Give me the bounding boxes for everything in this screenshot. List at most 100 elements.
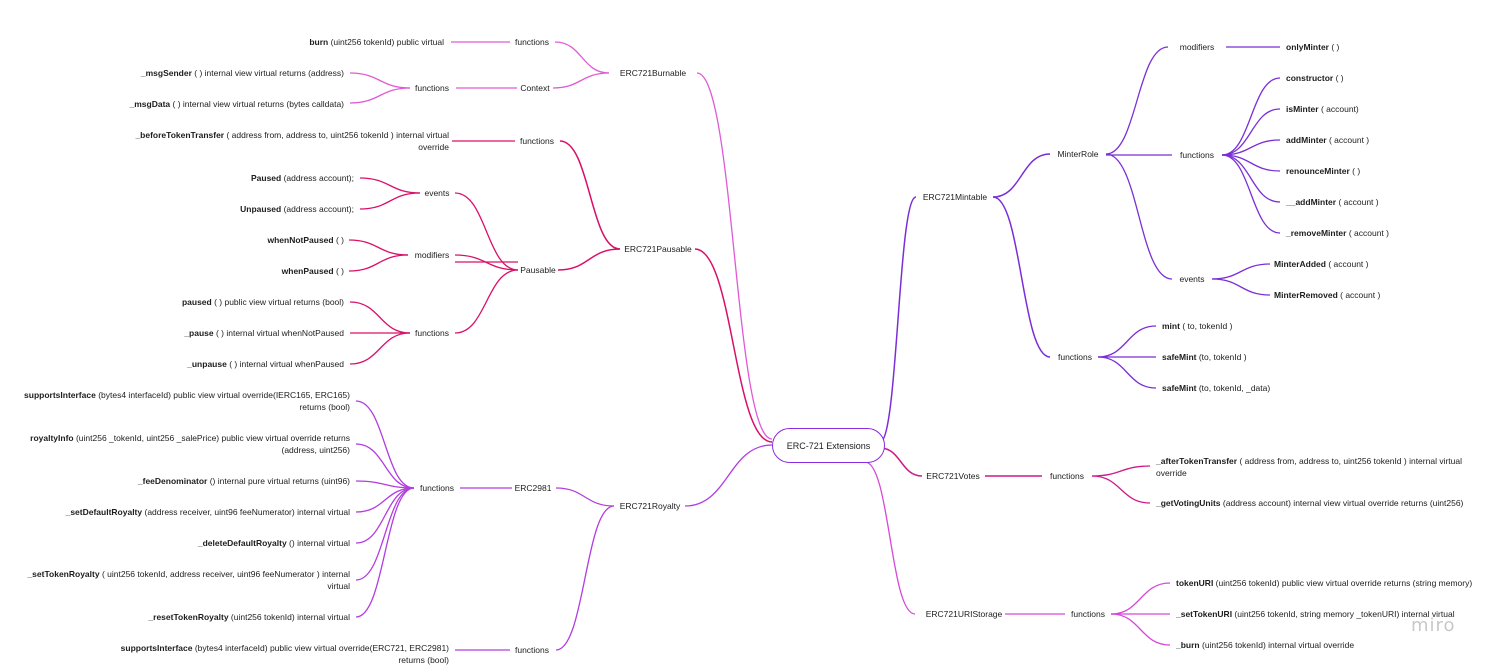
connector-line: [1221, 108, 1281, 156]
leaf-pause-fn-signature: ( ) internal virtual whenNotPaused: [214, 328, 345, 338]
leaf-unpaused-event[interactable]: Unpaused (address account);: [240, 204, 354, 214]
leaf-msgsender[interactable]: _msgSender ( ) internal view virtual ret…: [140, 68, 344, 78]
leaf-msgsender-name: _msgSender: [140, 68, 193, 78]
leaf-tokenuri[interactable]: tokenURI (uint256 tokenId) public view v…: [1176, 578, 1472, 588]
leaf-onlyminter[interactable]: onlyMinter ( ): [1286, 42, 1340, 52]
leaf-unpause-fn[interactable]: _unpause ( ) internal virtual whenPaused: [186, 359, 344, 369]
leaf-beforetokentransfer-name: _beforeTokenTransfer: [134, 130, 224, 140]
connector-line: [1097, 325, 1157, 358]
leaf-renounceminter-signature: ( ): [1350, 166, 1361, 176]
leaf-settokenuri-name: _setTokenURI: [1175, 609, 1232, 619]
node-modifiers[interactable]: modifiers: [415, 250, 449, 260]
node-minterrole[interactable]: MinterRole: [1057, 149, 1098, 159]
leaf-aftertokentransfer-signature: ( address from, address to, uint256 toke…: [1237, 456, 1462, 466]
leaf-pause-fn[interactable]: _pause ( ) internal virtual whenNotPause…: [183, 328, 344, 338]
leaf-deletedefaultroyalty[interactable]: _deleteDefaultRoyalty () internal virtua…: [197, 538, 350, 548]
node-functions[interactable]: functions: [515, 645, 549, 655]
branch-erc721mintable[interactable]: ERC721Mintable: [923, 192, 988, 202]
connector-line: [355, 400, 415, 489]
leaf-resettokenroyalty[interactable]: _resetTokenRoyalty (uint256 tokenId) int…: [147, 612, 350, 622]
node-erc2981[interactable]: ERC2981: [515, 483, 552, 493]
leaf-isminter[interactable]: isMinter ( account): [1286, 104, 1359, 114]
node-modifiers[interactable]: modifiers: [1180, 42, 1214, 52]
connector-line: [694, 248, 773, 443]
leaf-mint-signature: ( to, tokenId ): [1180, 321, 1233, 331]
leaf-feedenominator-signature: () internal pure virtual returns (uint96…: [207, 476, 350, 486]
leaf-supportsinterface-a[interactable]: supportsInterface (bytes4 interfaceId) p…: [24, 390, 350, 400]
leaf-removeminter[interactable]: _removeMinter ( account ): [1285, 228, 1389, 238]
connector-line: [454, 254, 519, 271]
connector-line: [1110, 582, 1171, 615]
node-functions[interactable]: functions: [1180, 150, 1214, 160]
node-functions[interactable]: functions: [1050, 471, 1084, 481]
connector-line: [454, 269, 519, 334]
leaf-msgsender-signature: ( ) internal view virtual returns (addre…: [192, 68, 344, 78]
node-functions[interactable]: functions: [1071, 609, 1105, 619]
connector-line: [454, 192, 519, 271]
leaf-beforetokentransfer-signature-cont: override: [418, 142, 449, 152]
leaf-whennotpaused[interactable]: whenNotPaused ( ): [266, 235, 344, 245]
connector-line: [1091, 475, 1151, 504]
leaf-msgdata[interactable]: _msgData ( ) internal view virtual retur…: [129, 99, 345, 109]
leaf-addminter-signature: ( account ): [1327, 135, 1370, 145]
leaf-settokenuri[interactable]: _setTokenURI (uint256 tokenId, string me…: [1175, 609, 1455, 619]
node-functions[interactable]: functions: [415, 83, 449, 93]
connector-line: [879, 196, 917, 443]
leaf-settokenroyalty[interactable]: _setTokenRoyalty ( uint256 tokenId, addr…: [26, 569, 350, 579]
leaf-constructor[interactable]: constructor ( ): [1286, 73, 1344, 83]
leaf-renounceminter[interactable]: renounceMinter ( ): [1286, 166, 1360, 176]
leaf-paused-fn[interactable]: paused ( ) public view virtual returns (…: [182, 297, 344, 307]
node-context[interactable]: Context: [520, 83, 550, 93]
miro-watermark: miro: [1411, 615, 1456, 636]
leaf-whenpaused[interactable]: whenPaused ( ): [281, 266, 345, 276]
node-functions[interactable]: functions: [420, 483, 454, 493]
leaf-addminter-internal-name: __addMinter: [1285, 197, 1337, 207]
node-functions[interactable]: functions: [515, 37, 549, 47]
branch-erc721burnable[interactable]: ERC721Burnable: [620, 68, 686, 78]
connector-line: [355, 487, 415, 513]
leaf-feedenominator[interactable]: _feeDenominator () internal pure virtual…: [137, 476, 350, 486]
leaf-getvotingunits[interactable]: _getVotingUnits (address account) intern…: [1155, 498, 1464, 508]
leaf-safemint-b[interactable]: safeMint (to, tokenId, _data): [1162, 383, 1270, 393]
connector-line: [1221, 139, 1281, 156]
branch-erc721pausable[interactable]: ERC721Pausable: [624, 244, 692, 254]
leaf-minteradded-signature: ( account ): [1326, 259, 1369, 269]
branch-erc721uristorage[interactable]: ERC721URIStorage: [926, 609, 1003, 619]
leaf-minterremoved[interactable]: MinterRemoved ( account ): [1274, 290, 1380, 300]
leaf-supportsinterface-b[interactable]: supportsInterface (bytes4 interfaceId) p…: [121, 643, 449, 653]
leaf-setdefaultroyalty[interactable]: _setDefaultRoyalty (address receiver, ui…: [65, 507, 351, 517]
node-functions[interactable]: functions: [1058, 352, 1092, 362]
branch-erc721royalty[interactable]: ERC721Royalty: [620, 501, 681, 511]
root-node[interactable]: ERC-721 Extensions: [772, 428, 885, 463]
leaf-addminter[interactable]: addMinter ( account ): [1286, 135, 1369, 145]
node-events[interactable]: events: [424, 188, 449, 198]
leaf-safemint-a[interactable]: safeMint (to, tokenId ): [1162, 352, 1247, 362]
node-functions[interactable]: functions: [520, 136, 554, 146]
leaf-aftertokentransfer[interactable]: _afterTokenTransfer ( address from, addr…: [1155, 456, 1462, 466]
leaf-burn-internal[interactable]: _burn (uint256 tokenId) internal virtual…: [1175, 640, 1354, 650]
leaf-unpause-fn-signature: ( ) internal virtual whenPaused: [227, 359, 344, 369]
leaf-addminter-internal[interactable]: __addMinter ( account ): [1285, 197, 1379, 207]
leaf-aftertokentransfer-name: _afterTokenTransfer: [1155, 456, 1238, 466]
leaf-beforetokentransfer[interactable]: _beforeTokenTransfer ( address from, add…: [134, 130, 449, 140]
leaf-mint[interactable]: mint ( to, tokenId ): [1162, 321, 1233, 331]
leaf-burn[interactable]: burn (uint256 tokenId) public virtual: [309, 37, 444, 47]
connector-line: [992, 196, 1051, 358]
leaf-paused-event[interactable]: Paused (address account);: [251, 173, 354, 183]
leaf-minteradded-name: MinterAdded: [1274, 259, 1326, 269]
connector-line: [348, 254, 409, 272]
leaf-minteradded[interactable]: MinterAdded ( account ): [1274, 259, 1369, 269]
branch-erc721votes[interactable]: ERC721Votes: [926, 471, 979, 481]
leaf-tokenuri-name: tokenURI: [1176, 578, 1213, 588]
node-pausable[interactable]: Pausable: [520, 265, 556, 275]
leaf-paused-fn-signature: ( ) public view virtual returns (bool): [212, 297, 344, 307]
leaf-constructor-name: constructor: [1286, 73, 1334, 83]
leaf-paused-event-signature: (address account);: [281, 173, 354, 183]
node-events[interactable]: events: [1179, 274, 1204, 284]
leaf-royaltyinfo[interactable]: royaltyInfo (uint256 _tokenId, uint256 _…: [30, 433, 350, 443]
node-functions[interactable]: functions: [415, 328, 449, 338]
leaf-removeminter-signature: ( account ): [1346, 228, 1389, 238]
leaf-supportsinterface-a-name: supportsInterface: [24, 390, 96, 400]
connector-line: [879, 447, 923, 477]
